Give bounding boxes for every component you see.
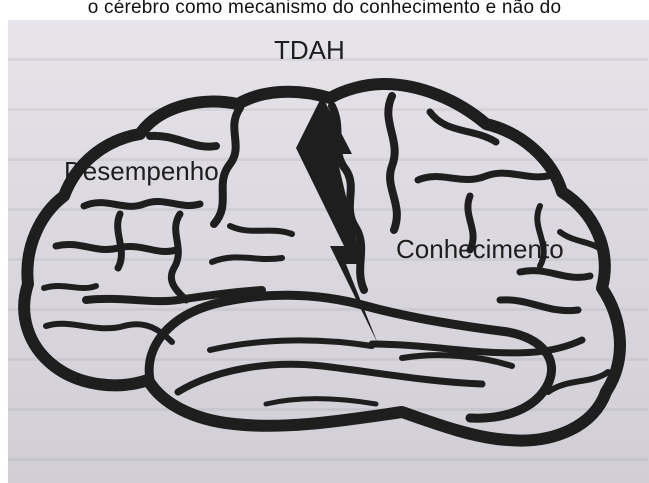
label-desempenho: Desempenho bbox=[64, 158, 219, 184]
label-tdah: TDAH bbox=[274, 37, 345, 63]
frontal-gyrus bbox=[118, 214, 122, 268]
caption-text: o cérebro como mecanismo do conhecimento… bbox=[0, 0, 649, 20]
occipital-gyrus bbox=[548, 372, 608, 392]
temporal-gyrus bbox=[210, 340, 372, 350]
frontal-gyrus bbox=[56, 244, 176, 251]
temporal-gyrus bbox=[402, 355, 512, 366]
label-conhecimento: Conhecimento bbox=[396, 236, 564, 262]
occipital-gyrus bbox=[520, 271, 590, 278]
parietal-gyrus bbox=[418, 173, 548, 180]
frontal-gyrus bbox=[46, 324, 172, 342]
frontal-gyrus bbox=[171, 214, 186, 300]
temporal-gyrus bbox=[266, 399, 376, 404]
parietal-gyrus bbox=[388, 96, 397, 230]
lateral-fissure bbox=[372, 340, 582, 353]
frontal-gyrus bbox=[84, 201, 200, 206]
frontal-gyrus bbox=[150, 136, 216, 147]
temporal-gyrus bbox=[178, 364, 482, 392]
frontal-gyrus bbox=[230, 226, 292, 234]
frontal-gyrus bbox=[212, 257, 282, 262]
occipital-gyrus bbox=[500, 300, 578, 311]
frontal-gyrus bbox=[44, 286, 96, 288]
